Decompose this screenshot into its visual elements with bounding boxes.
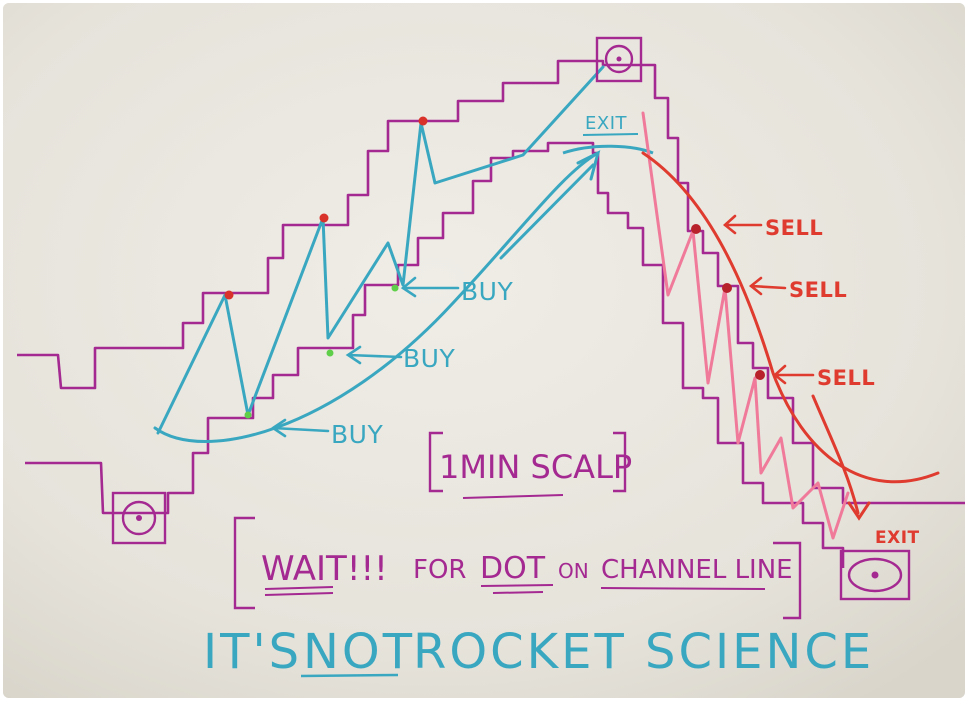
left-arrow-icon xyxy=(270,418,330,438)
slogan-rest: ROCKET SCIENCE xyxy=(413,624,874,680)
buy-arrow-line xyxy=(499,163,595,260)
buy-label: BUY xyxy=(403,344,455,373)
for-text: FOR xyxy=(413,555,467,585)
exit-label-top: EXIT xyxy=(585,113,628,134)
sell-label: SELL xyxy=(765,216,823,240)
exit-arrow-line xyxy=(811,394,860,515)
buy-annotation-3: BUY xyxy=(270,418,383,449)
up-trend-arrow-icon xyxy=(576,150,601,181)
dot-text: DOT xyxy=(480,551,546,586)
red-dot xyxy=(319,213,329,223)
red-dot xyxy=(224,290,234,300)
lower-channel-line xyxy=(25,141,845,568)
scalp-title: 1MIN SCALP xyxy=(439,448,632,486)
green-dot xyxy=(244,411,252,419)
red-dot xyxy=(722,283,732,293)
red-dot xyxy=(418,116,428,126)
wait-text: WAIT!!! xyxy=(261,549,388,589)
left-arrow-icon xyxy=(772,364,815,385)
red-dot xyxy=(755,370,765,380)
left-arrow-icon xyxy=(748,276,787,296)
sell-annotation-3: SELL xyxy=(772,364,875,390)
instruction-box: WAIT!!! FOR DOT ON CHANNEL LINE xyxy=(233,516,802,620)
up-trend-curve xyxy=(153,151,600,444)
down-trend-curve xyxy=(641,151,940,484)
slogan-its: IT'S xyxy=(203,624,302,680)
top-exit-curve xyxy=(562,144,654,155)
buy-annotation-1: BUY xyxy=(400,276,513,306)
sell-annotation-2: SELL xyxy=(748,276,847,302)
signal-dots xyxy=(224,116,765,419)
sell-label: SELL xyxy=(817,366,875,390)
green-dot xyxy=(326,349,334,357)
left-arrow-icon xyxy=(722,214,763,235)
whiteboard: BUY BUY BUY EXIT SELL SELL SELL EXIT xyxy=(3,3,965,698)
buy-label: BUY xyxy=(331,420,383,449)
board-surface xyxy=(3,3,965,698)
scalp-title-box: 1MIN SCALP xyxy=(428,431,632,499)
channel-line-text: CHANNEL LINE xyxy=(601,555,793,585)
up-zigzag-line xyxy=(156,65,605,435)
high-target-icon xyxy=(595,36,643,83)
slogan: IT'S NOT ROCKET SCIENCE xyxy=(203,624,874,680)
buy-annotation-2: BUY xyxy=(345,344,455,373)
exit-underline xyxy=(582,133,639,136)
sell-label: SELL xyxy=(789,278,847,302)
whiteboard-drawing: BUY BUY BUY EXIT SELL SELL SELL EXIT xyxy=(3,3,965,698)
left-arrow-icon xyxy=(400,276,460,298)
exit-label-bottom: EXIT xyxy=(875,528,920,548)
left-arrow-icon xyxy=(345,345,403,365)
exit-target-icon xyxy=(839,549,911,601)
low-target-icon xyxy=(111,491,167,545)
green-dot xyxy=(391,284,399,292)
slogan-not: NOT xyxy=(303,624,415,680)
buy-label: BUY xyxy=(461,277,513,306)
red-dot xyxy=(691,224,701,234)
sell-annotation-1: SELL xyxy=(722,214,823,240)
exit-arrow-icon xyxy=(847,501,871,521)
on-text: ON xyxy=(558,559,589,583)
